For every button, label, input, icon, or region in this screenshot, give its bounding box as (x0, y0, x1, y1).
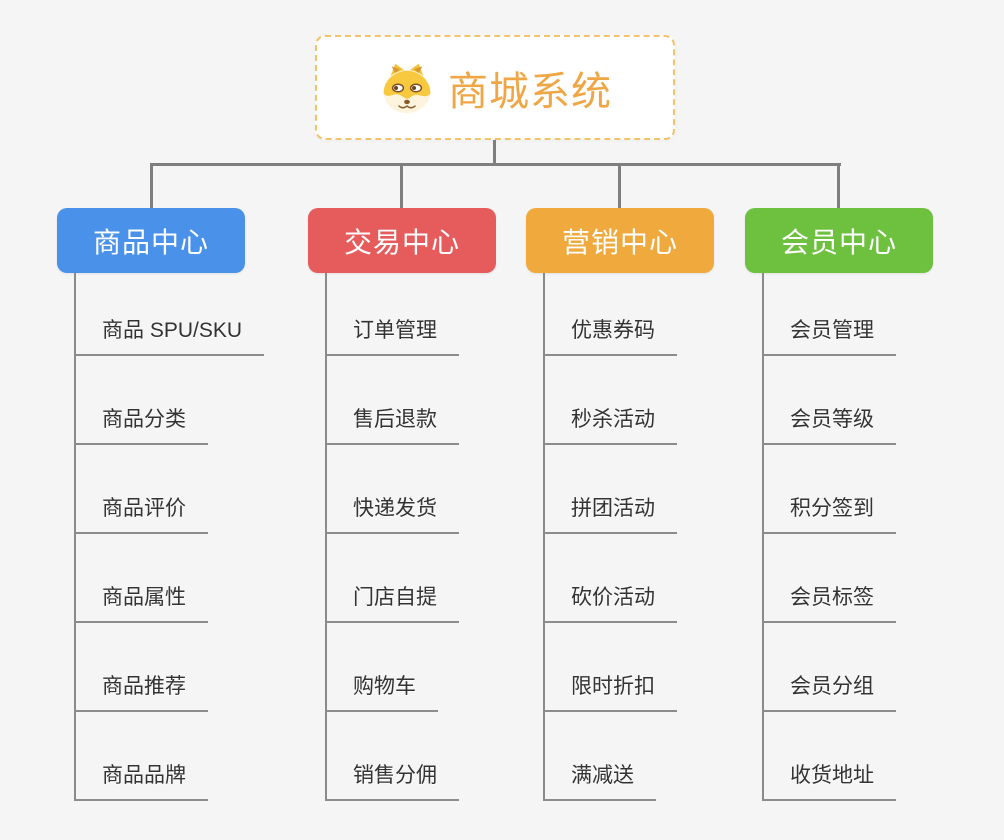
connector-horizontal-rail (150, 163, 841, 166)
connector-drop-member (837, 163, 840, 208)
leaf-node-shopping-cart[interactable]: 购物车 (325, 672, 438, 712)
branch-trunk-line (762, 273, 764, 801)
branch-label: 商品中心 (92, 226, 209, 258)
leaf-node-sales-commission[interactable]: 销售分佣 (325, 761, 459, 801)
leaf-node-order-management[interactable]: 订单管理 (325, 316, 459, 356)
leaf-node-member-tag[interactable]: 会员标签 (762, 583, 896, 623)
branch-product-center: 商品中心 商品 SPU/SKU 商品分类 商品评价 商品属性 商品推荐 商品品牌 (57, 208, 265, 808)
root-node-mall-system[interactable]: 商城系统 (315, 35, 675, 140)
branch-trade-center: 交易中心 订单管理 售后退款 快递发货 门店自提 购物车 销售分佣 (308, 208, 496, 808)
connector-drop-trade (400, 163, 403, 208)
branch-trunk-line (74, 273, 76, 801)
leaf-node-product-brand[interactable]: 商品品牌 (74, 761, 208, 801)
branch-label: 交易中心 (343, 226, 460, 258)
leaf-node-express-delivery[interactable]: 快递发货 (325, 494, 459, 534)
leaf-node-member-group[interactable]: 会员分组 (762, 672, 896, 712)
leaf-node-member-management[interactable]: 会员管理 (762, 316, 896, 356)
leaf-node-store-pickup[interactable]: 门店自提 (325, 583, 459, 623)
branch-member-center: 会员中心 会员管理 会员等级 积分签到 会员标签 会员分组 收货地址 (745, 208, 933, 808)
leaf-node-flash-sale[interactable]: 秒杀活动 (543, 405, 677, 445)
leaf-node-group-buy[interactable]: 拼团活动 (543, 494, 677, 534)
leaf-node-points-checkin[interactable]: 积分签到 (762, 494, 896, 534)
branch-label: 会员中心 (780, 226, 897, 258)
branch-node-product-center[interactable]: 商品中心 (57, 208, 245, 273)
leaf-node-member-level[interactable]: 会员等级 (762, 405, 896, 445)
leaf-node-product-category[interactable]: 商品分类 (74, 405, 208, 445)
leaf-node-limited-time-discount[interactable]: 限时折扣 (543, 672, 677, 712)
leaf-node-full-reduction[interactable]: 满减送 (543, 761, 656, 801)
leaf-node-shipping-address[interactable]: 收货地址 (762, 761, 896, 801)
leaf-node-bargain-activity[interactable]: 砍价活动 (543, 583, 677, 623)
root-title: 商城系统 (448, 69, 612, 114)
branch-trunk-line (543, 273, 545, 801)
connector-root-stem (493, 140, 496, 166)
connector-drop-marketing (618, 163, 621, 208)
leaf-node-product-recommend[interactable]: 商品推荐 (74, 672, 208, 712)
leaf-node-coupon-code[interactable]: 优惠券码 (543, 316, 677, 356)
leaf-node-product-review[interactable]: 商品评价 (74, 494, 208, 534)
branch-node-member-center[interactable]: 会员中心 (745, 208, 933, 273)
connector-drop-product (150, 163, 153, 208)
branch-marketing-center: 营销中心 优惠券码 秒杀活动 拼团活动 砍价活动 限时折扣 满减送 (526, 208, 714, 808)
branch-label: 营销中心 (561, 226, 678, 258)
doge-icon (383, 63, 431, 113)
leaf-node-product-spu-sku[interactable]: 商品 SPU/SKU (74, 316, 265, 356)
branch-node-trade-center[interactable]: 交易中心 (308, 208, 496, 273)
leaf-node-product-attribute[interactable]: 商品属性 (74, 583, 208, 623)
branch-node-marketing-center[interactable]: 营销中心 (526, 208, 714, 273)
leaf-node-aftersale-refund[interactable]: 售后退款 (325, 405, 459, 445)
branch-trunk-line (325, 273, 327, 801)
